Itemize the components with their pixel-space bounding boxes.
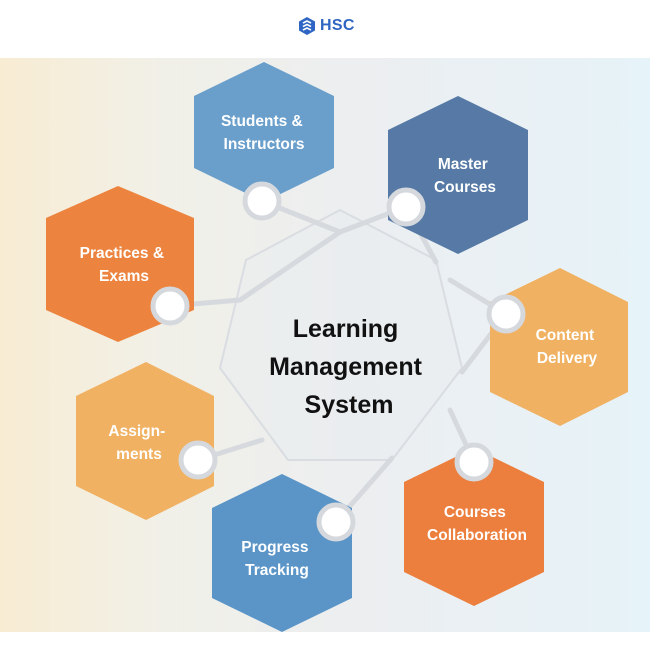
node-circle-collab (454, 442, 494, 482)
hex-content-delivery[interactable] (490, 268, 628, 426)
node-circle-progress (316, 502, 356, 542)
hex-progress-tracking[interactable] (212, 474, 352, 632)
label-students-instructors: Students & Instructors (221, 113, 307, 153)
brand-name: HSC (320, 17, 355, 34)
label-courses-collaboration: Courses Collaboration (427, 504, 527, 544)
hex-students-instructors[interactable] (194, 62, 334, 202)
node-circle-practices (150, 286, 190, 326)
brand-logo[interactable]: HSC (298, 16, 355, 36)
hsc-logo-icon (299, 17, 315, 35)
label-assignments: Assign- ments (108, 423, 169, 463)
node-circle-master (386, 187, 426, 227)
node-circle-assign (178, 440, 218, 480)
label-practices-exams: Practices & Exams (80, 245, 169, 285)
label-content-delivery: Content Delivery (536, 327, 599, 367)
node-circle-students (242, 181, 282, 221)
node-circle-content (486, 294, 526, 334)
label-progress-tracking: Progress Tracking (241, 539, 313, 579)
header: HSC (0, 0, 650, 58)
footer-strip (0, 632, 650, 650)
hex-courses-collaboration[interactable] (404, 448, 544, 606)
hex-master-courses[interactable] (388, 96, 528, 254)
label-master-courses: Master Courses (434, 156, 496, 196)
connector-practices-b (237, 229, 343, 303)
connector-nodes (150, 181, 526, 542)
center-title: Learning Management System (269, 315, 429, 419)
hex-assignments[interactable] (76, 362, 214, 520)
